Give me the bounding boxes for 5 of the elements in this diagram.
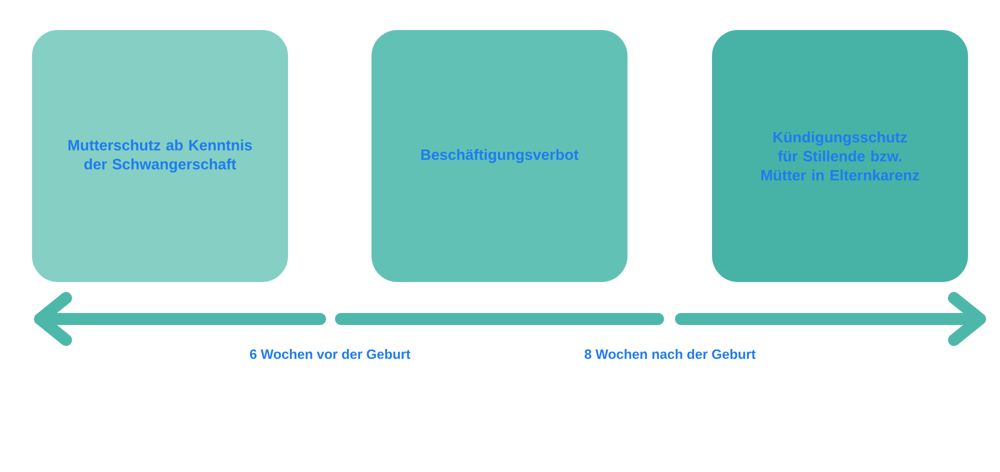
timeline-box: Kündigungsschutz für Stillende bzw. Mütter in Elternkarenz <box>712 30 968 282</box>
timeline-box: Beschäftigungsverbot <box>372 30 628 282</box>
timeline-label: 8 Wochen nach der Geburt <box>584 349 756 359</box>
timeline-label: 6 Wochen vor der Geburt <box>250 349 410 359</box>
timeline-box: Mutterschutz ab Kenntnis der Schwangerschaft <box>32 30 288 282</box>
